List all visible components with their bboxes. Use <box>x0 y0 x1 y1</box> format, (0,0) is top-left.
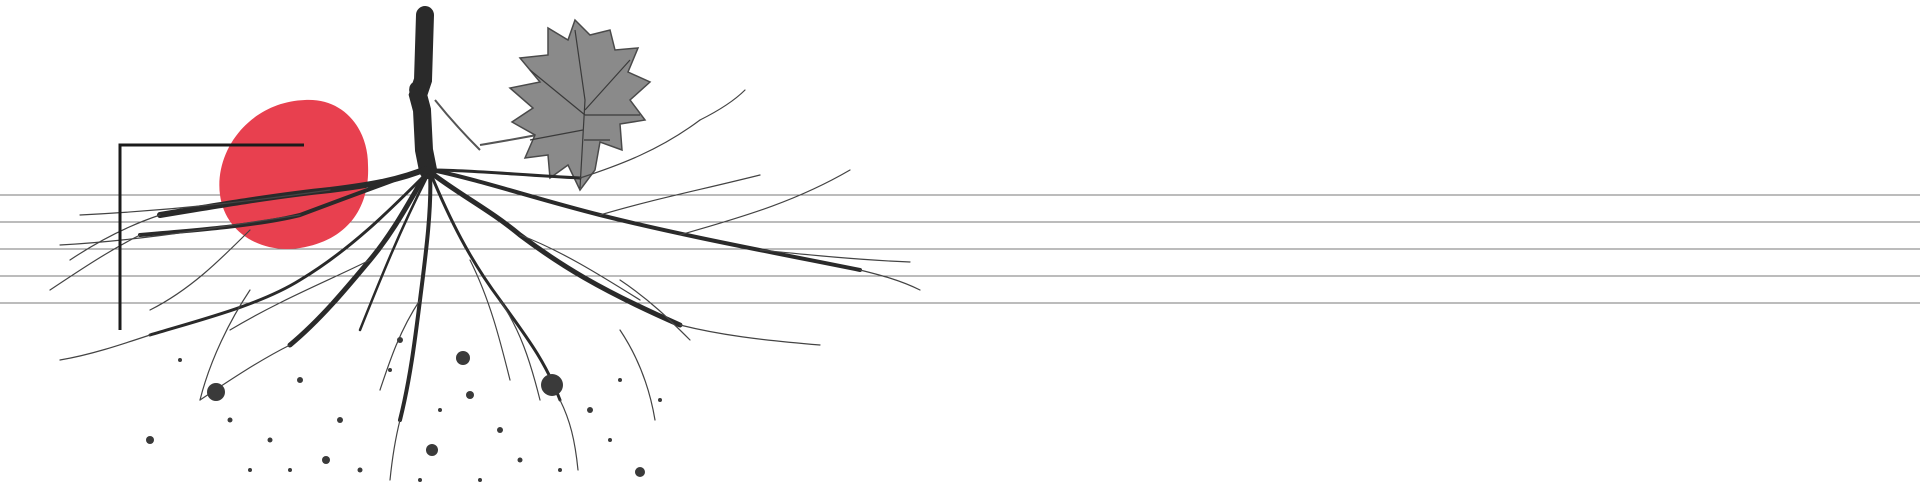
vine-trunk <box>408 6 437 179</box>
vine-fine-roots <box>49 89 921 481</box>
red-blob-shape <box>219 99 369 249</box>
grape-leaf-icon <box>508 18 652 192</box>
grapevine-roots-illustration <box>49 6 921 482</box>
soil-particles <box>146 337 662 482</box>
corner-bracket-shape <box>118 143 304 330</box>
